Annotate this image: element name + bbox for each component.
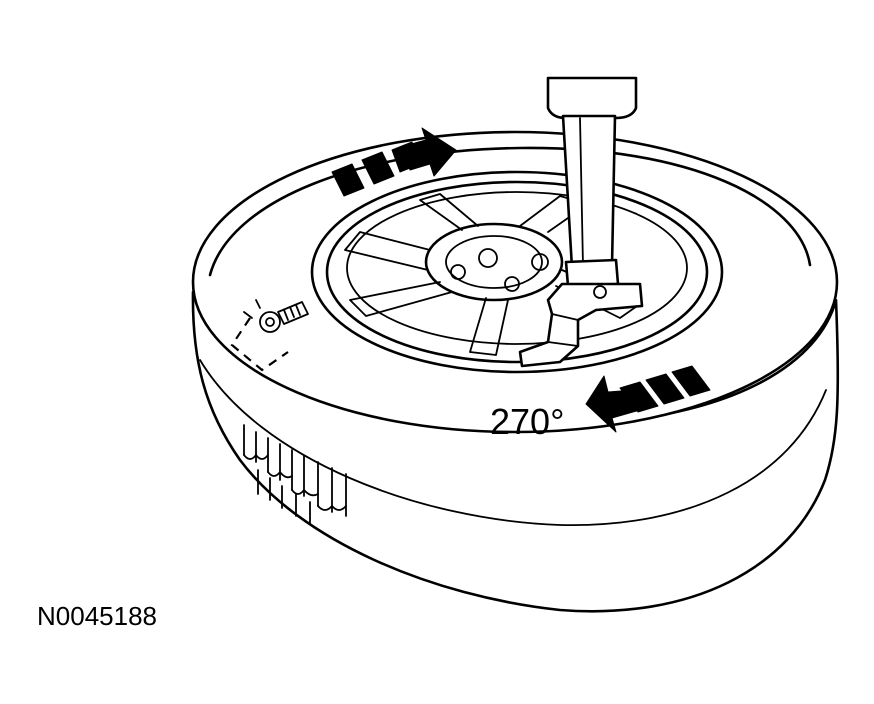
rotation-arrow-top <box>331 127 457 197</box>
tread-blocks <box>243 424 347 525</box>
lug-hole <box>478 248 498 268</box>
rotation-angle-label: 270° <box>490 401 565 442</box>
lug-hole <box>450 264 466 280</box>
lug-hole <box>531 253 549 271</box>
figure-reference-id: N0045188 <box>37 601 157 631</box>
rotation-arrow-bottom <box>585 365 711 433</box>
lug-hole <box>504 276 520 292</box>
wrench-tool <box>518 76 644 368</box>
wheel-rim <box>310 170 724 374</box>
valve-stem <box>230 299 309 372</box>
